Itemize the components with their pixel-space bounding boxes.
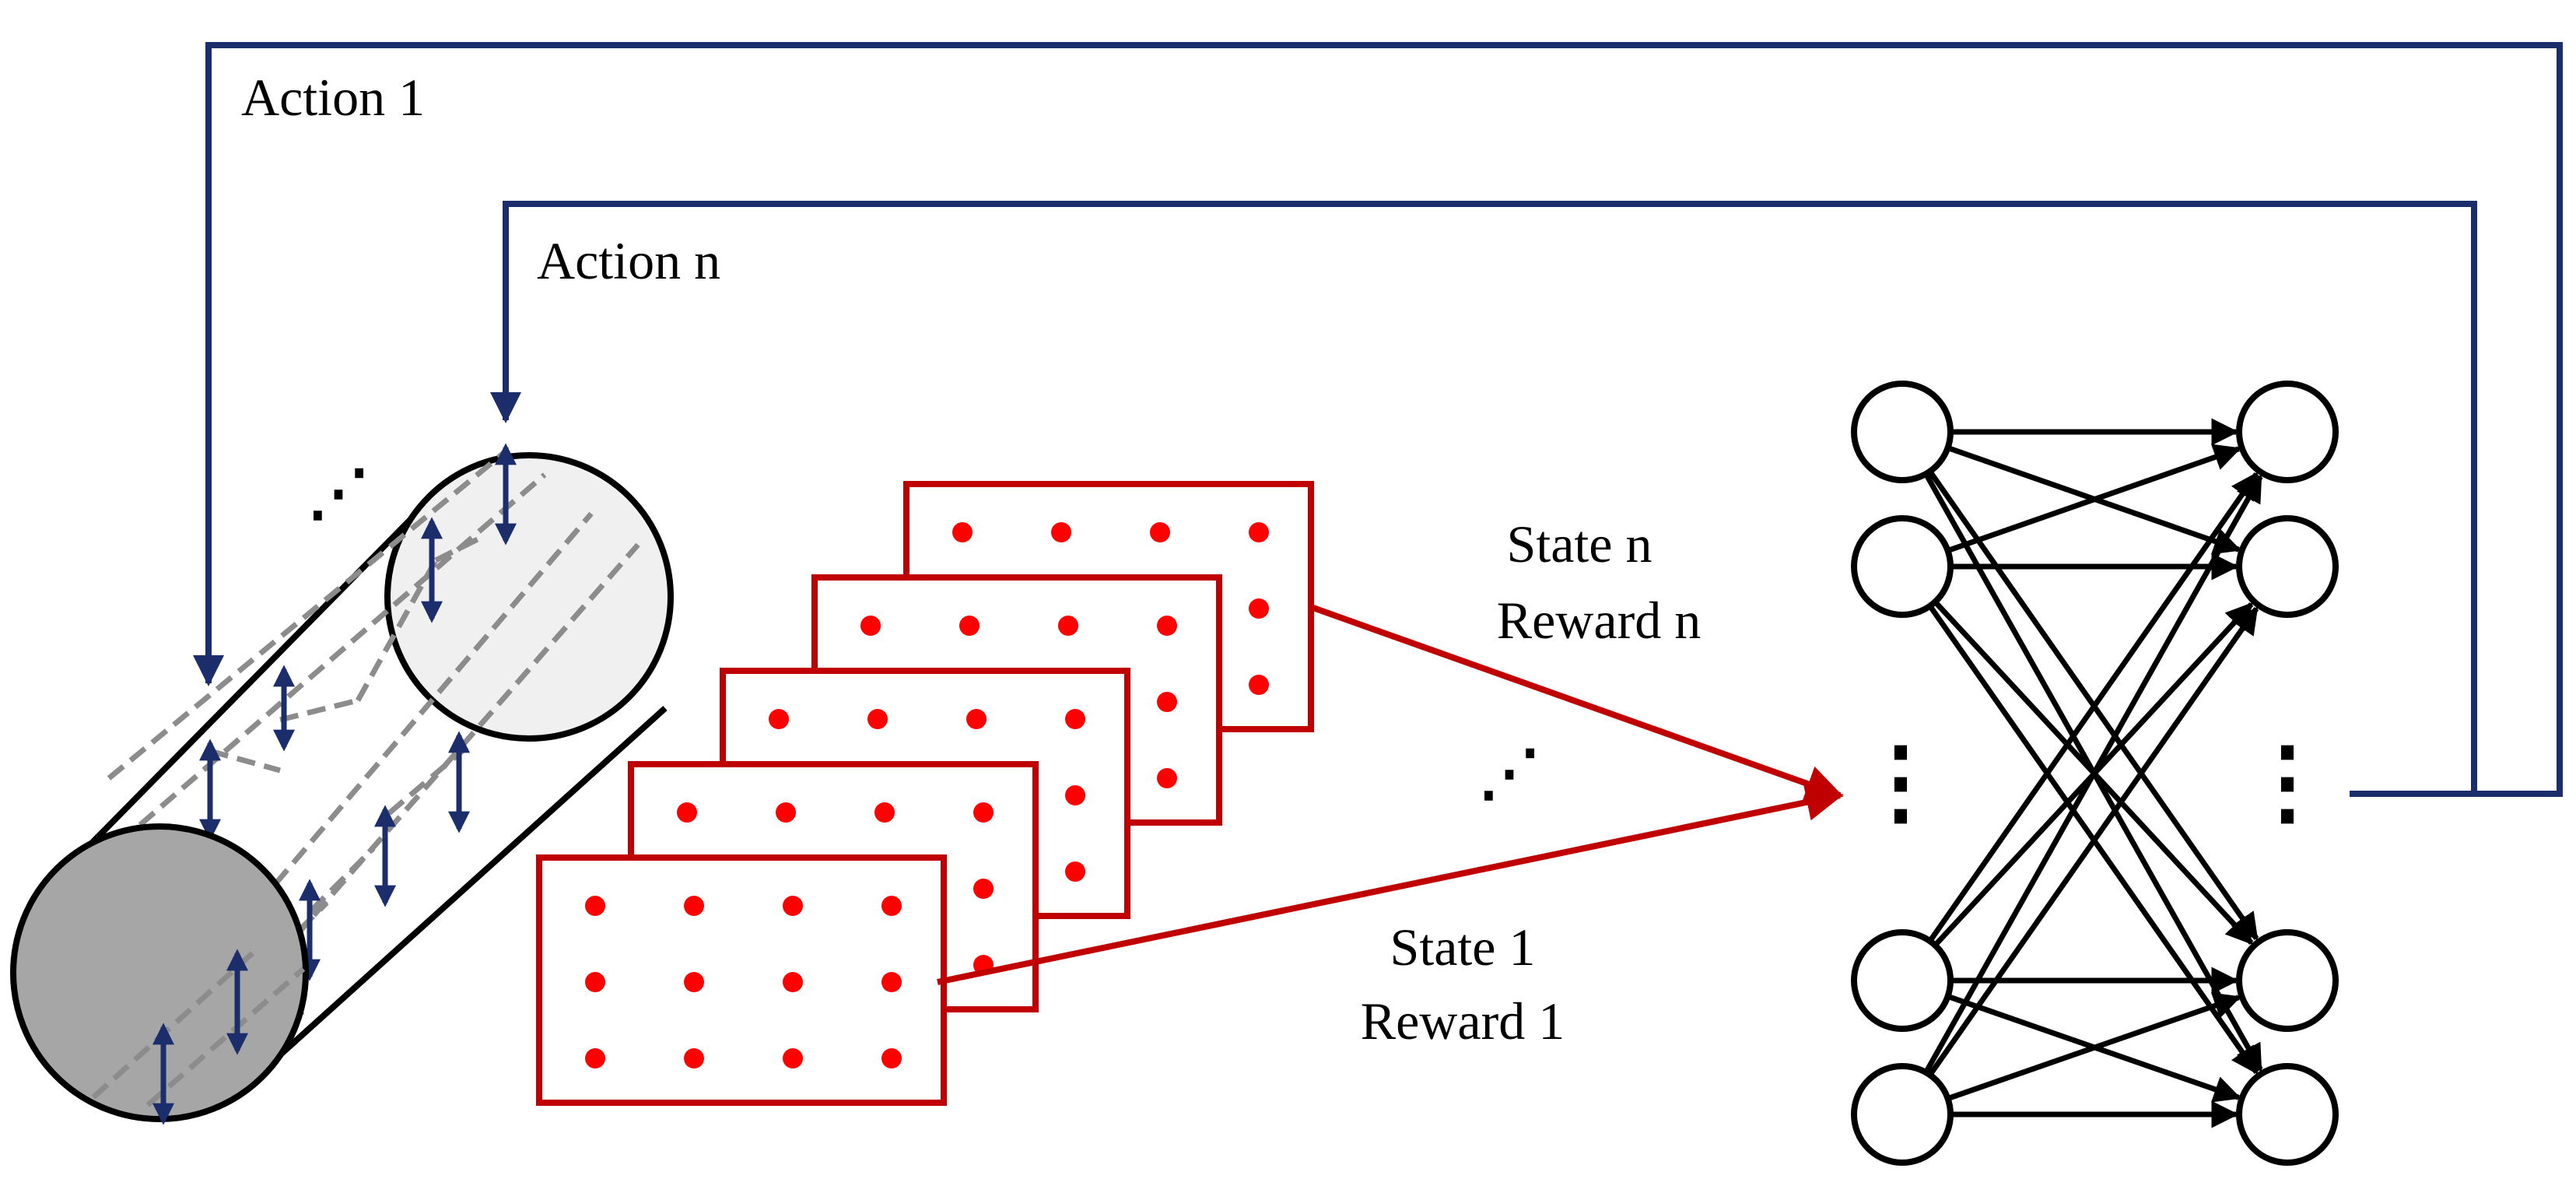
network-edge (1927, 472, 2259, 943)
sensor-point (769, 709, 789, 729)
sensor-point (1065, 785, 1085, 805)
action-loops: Action 1 Action n (193, 42, 2563, 797)
sensor-point (677, 802, 697, 823)
network-edge (1947, 444, 2241, 553)
sensor-point (1058, 616, 1078, 636)
sensor-point (585, 972, 605, 992)
action-n-line (490, 201, 2477, 794)
cylinder-ellipsis: ⋰ (307, 459, 370, 528)
sensor-point (881, 972, 902, 992)
sensor-point (684, 972, 704, 992)
sensor-point (783, 896, 803, 916)
sensor-point (684, 1048, 704, 1068)
network-connections (1923, 418, 2263, 1128)
sensor-point (684, 896, 704, 916)
sensor-arrows (199, 443, 517, 981)
input-node (1851, 515, 1954, 618)
sensor-point (1249, 675, 1269, 695)
sensor-point (867, 709, 888, 729)
reward-1-label: Reward 1 (1361, 991, 1565, 1051)
state-1-arrow (937, 784, 1844, 985)
sensor-point (860, 616, 881, 636)
state-1-label: State 1 (1390, 918, 1536, 977)
action-1-line (193, 42, 2563, 797)
sensor-point (973, 879, 994, 899)
cylinder: ⋰ (10, 443, 674, 1125)
sensor-point (1150, 522, 1170, 542)
sensor-point (1157, 692, 1177, 712)
sensor-point (881, 896, 902, 916)
input-node (1851, 1063, 1954, 1166)
output-node (2236, 929, 2339, 1032)
sensor-point (1051, 522, 1071, 542)
sensor-point (585, 1048, 605, 1068)
reward-n-label: Reward n (1497, 591, 1701, 650)
sensor-point (1065, 861, 1085, 882)
cylinder-front-face (10, 823, 309, 1122)
action-1-label: Action 1 (241, 68, 425, 127)
sensor-point (973, 802, 994, 823)
output-node (2236, 1063, 2339, 1166)
sensor-point (966, 709, 987, 729)
sensor-point (1157, 768, 1177, 788)
network-edge (1927, 606, 2259, 1077)
sensor-point (1249, 598, 1269, 619)
network-edge (1947, 992, 2241, 1101)
input-layer-ellipsis: ⋮ (1854, 730, 1947, 833)
network-nodes (1851, 381, 2339, 1166)
state-arrows: State n Reward n State 1 Reward 1 (937, 514, 1844, 1051)
sensor-point (783, 972, 803, 992)
sensor-point (874, 802, 895, 823)
action-n-label: Action n (537, 231, 720, 290)
network-edge (1923, 474, 2263, 1074)
input-node (1851, 929, 1954, 1032)
sensor-point (881, 1048, 902, 1068)
sensor-point (1249, 522, 1269, 542)
output-node (2236, 515, 2339, 618)
state-n-label: State n (1507, 514, 1652, 574)
sensor-point (776, 802, 796, 823)
sensor-point (585, 896, 605, 916)
sensor-point (952, 522, 973, 542)
state-n-arrow (1309, 604, 1844, 802)
frames-ellipsis: ⋰ (1478, 739, 1540, 808)
output-layer-ellipsis: ⋮ (2241, 730, 2334, 833)
input-node (1851, 381, 1954, 483)
sensor-point (1157, 616, 1177, 636)
sensor-point (1065, 709, 1085, 729)
state-frames (536, 481, 1314, 1106)
sensor-point (959, 616, 980, 636)
output-node (2236, 381, 2339, 483)
sensor-point (783, 1048, 803, 1068)
state-frame (536, 854, 947, 1106)
